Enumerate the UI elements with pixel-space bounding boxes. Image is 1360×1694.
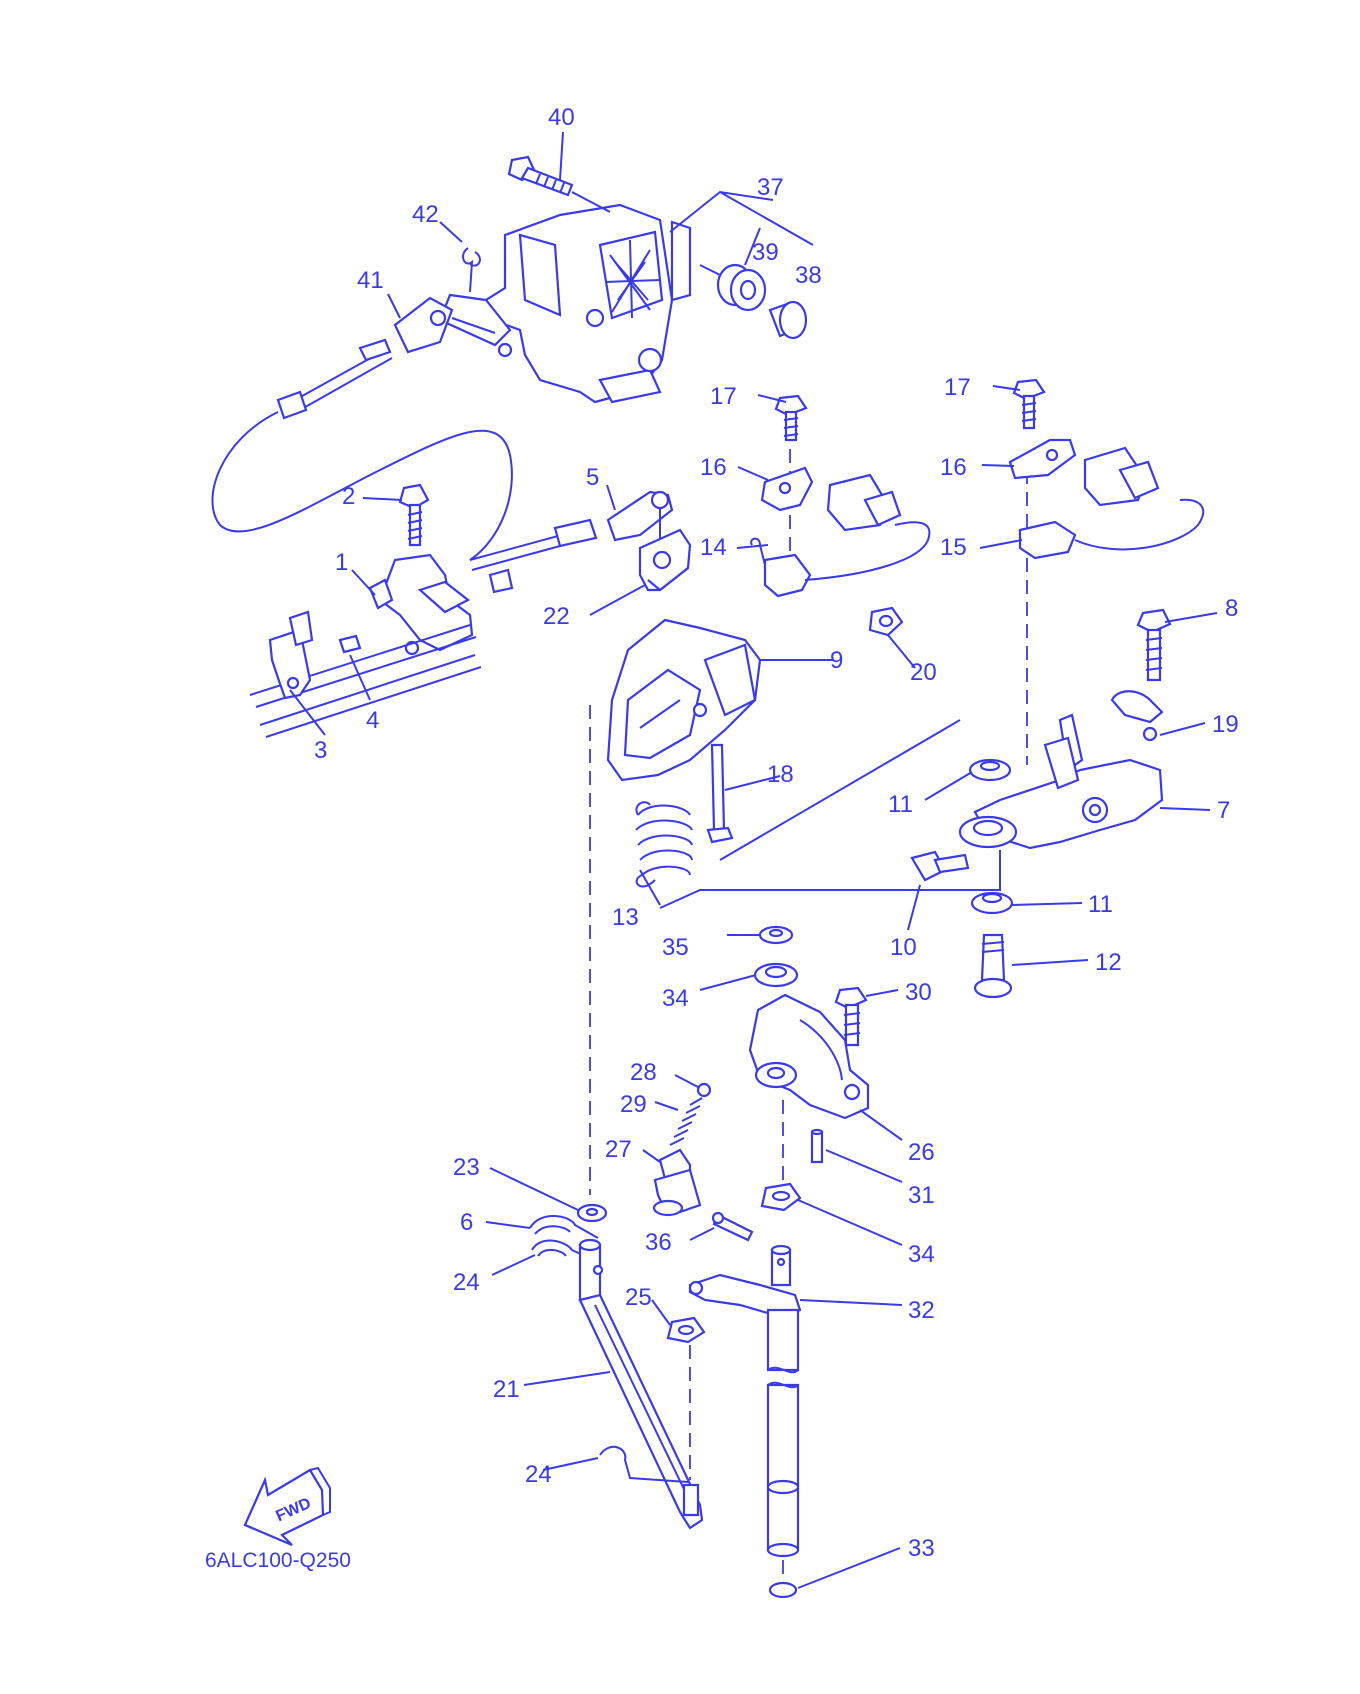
callout-22: 22: [543, 603, 570, 630]
callout-24-top: 24: [453, 1269, 480, 1296]
cable-end-41: [393, 296, 496, 354]
grommet-39: [699, 263, 767, 312]
callout-11-top: 11: [888, 791, 913, 818]
callout-36: 36: [645, 1229, 672, 1256]
nut-20: [868, 606, 904, 637]
leader-lines: [289, 131, 1218, 1589]
callout-31: 31: [908, 1182, 935, 1209]
bushing-11-bottom: [970, 891, 1014, 915]
pin-18: [706, 743, 734, 844]
callout-14: 14: [700, 534, 727, 561]
callout-37: 37: [757, 174, 784, 201]
ball-28: [696, 1082, 712, 1098]
callout-5: 5: [586, 464, 599, 491]
callout-11-bottom: 11: [1088, 891, 1113, 918]
callout-13: 13: [612, 904, 639, 931]
callout-19: 19: [1212, 711, 1239, 738]
shoulder-bolt-12: [973, 933, 1013, 999]
callout-35: 35: [662, 934, 689, 961]
callout-32: 32: [908, 1297, 935, 1324]
plate-16-right: [1008, 438, 1077, 480]
callout-3: 3: [314, 737, 327, 764]
fwd-arrow-icon: FWD: [243, 1466, 331, 1547]
callout-33: 33: [908, 1535, 935, 1562]
clip-24-top: [531, 1239, 599, 1263]
bracket-22: [638, 528, 692, 592]
bushing-11-top: [968, 758, 1012, 782]
callout-7: 7: [1217, 797, 1230, 824]
bolt-30: [834, 986, 868, 1047]
clip-6: [529, 1215, 599, 1239]
callout-17-left: 17: [710, 383, 737, 410]
callout-18: 18: [767, 761, 794, 788]
plate-16-left: [760, 466, 814, 512]
callout-9: 9: [830, 647, 843, 674]
callout-16-right: 16: [940, 454, 967, 481]
callout-1: 1: [335, 549, 348, 576]
control-box-assembly: [438, 203, 692, 404]
sensor-14: [750, 473, 931, 598]
plunger-27: [652, 1148, 702, 1217]
callout-29: 29: [620, 1091, 647, 1118]
callout-23: 23: [453, 1154, 480, 1181]
callout-numbers: 40 37 42 39 38 41 17 17 16 16 5 2 14 15 …: [314, 104, 1239, 1562]
callout-10: 10: [890, 934, 917, 961]
pin-31: [810, 1128, 824, 1164]
diagram-code: 6ALC100-Q250: [205, 1549, 351, 1572]
throttle-linkage: [249, 483, 482, 738]
sensor-15: [1018, 446, 1205, 560]
screw-17-left: [774, 394, 808, 442]
collar-38: [768, 300, 808, 340]
clip-42: [462, 247, 481, 293]
callout-21: 21: [493, 1376, 520, 1403]
callout-24-bottom: 24: [525, 1461, 552, 1488]
bracket-7: [958, 713, 1164, 850]
callout-34-bottom: 34: [908, 1241, 935, 1268]
callout-2: 2: [342, 483, 355, 510]
bolt-40: [507, 155, 611, 213]
callout-28: 28: [630, 1059, 657, 1086]
callout-20: 20: [910, 659, 937, 686]
throttle-cam-9: [606, 618, 762, 782]
callout-12: 12: [1095, 949, 1122, 976]
callout-41: 41: [357, 267, 384, 294]
spring-13: [635, 801, 693, 888]
bushing-34-top: [753, 962, 799, 988]
callout-42: 42: [412, 201, 439, 228]
callout-39: 39: [752, 239, 779, 266]
pin-36: [711, 1211, 754, 1242]
shift-lever-26: [748, 993, 870, 1120]
callout-17-right: 17: [944, 374, 971, 401]
callout-16-left: 16: [700, 454, 727, 481]
callout-4: 4: [366, 707, 379, 734]
callout-15: 15: [940, 534, 967, 561]
bolt-8: [1136, 608, 1172, 682]
shift-rod-21: [578, 1238, 704, 1530]
control-cable: [211, 338, 598, 594]
callout-27: 27: [605, 1136, 632, 1163]
callout-25: 25: [625, 1284, 652, 1311]
callout-6: 6: [460, 1209, 473, 1236]
bushing-34-bottom: [760, 1182, 802, 1212]
callout-34-top: 34: [662, 985, 689, 1012]
bushing-25: [666, 1316, 706, 1480]
spring-29: [669, 1097, 703, 1146]
callout-30: 30: [905, 979, 932, 1006]
callout-38: 38: [795, 262, 822, 289]
clip-24-bottom: [599, 1445, 689, 1483]
callout-26: 26: [908, 1139, 935, 1166]
cable-clamp-19: [1110, 690, 1164, 742]
callout-8: 8: [1225, 595, 1238, 622]
washer-35: [758, 925, 794, 945]
o-ring-33: [768, 1581, 798, 1599]
screw-17-right: [1012, 378, 1046, 430]
shift-shaft-32: [688, 1100, 802, 1582]
adjuster-10: [910, 850, 970, 882]
callout-40: 40: [548, 104, 575, 131]
washer-23: [576, 1203, 608, 1223]
